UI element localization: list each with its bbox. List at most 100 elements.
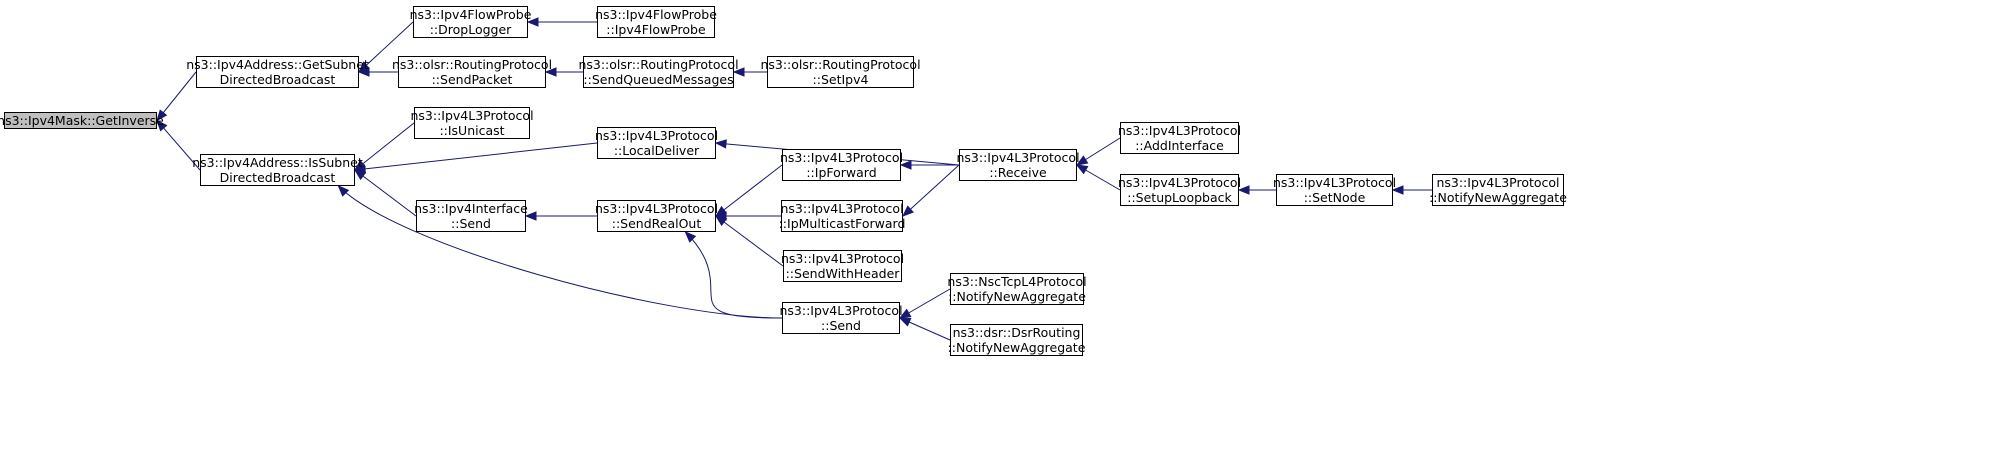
node-sendqueued[interactable]: ns3::olsr::RoutingProtocol::SendQueuedMe… (578, 56, 739, 88)
node-label-line: ::SendRealOut (611, 216, 702, 231)
edge-arrowhead (156, 119, 168, 132)
edge-arrowhead (156, 109, 168, 122)
node-label-line: ns3::Ipv4L3Protocol (779, 150, 904, 165)
edge-sendpacket-to-getsubnet (357, 67, 398, 77)
edge-arrowhead (1075, 155, 1089, 166)
edge-dsr-to-l3send (898, 317, 951, 341)
node-notifynewagg[interactable]: ns3::Ipv4L3Protocol::NotifyNewAggregate (1429, 174, 1567, 206)
edge-arrowhead (337, 185, 350, 197)
edge-line (685, 231, 783, 319)
edge-arrowhead (544, 67, 557, 77)
node-label-line: ::Ipv4FlowProbe (606, 22, 706, 37)
node-flowprobe[interactable]: ns3::Ipv4FlowProbe::Ipv4FlowProbe (595, 6, 717, 38)
edge-getsubnet-to-getinverse (156, 71, 197, 122)
edge-l3send-to-sendrealout (684, 231, 783, 319)
edge-arrowhead (714, 215, 728, 227)
edge-line (354, 142, 598, 171)
edge-sendqueued-to-sendpacket (544, 67, 583, 77)
edge-setnode-to-setuploopback (1237, 185, 1276, 195)
edge-arrowhead (898, 317, 912, 327)
node-label-line: ns3::olsr::RoutingProtocol (760, 57, 921, 72)
node-label-line: ns3::NscTcpL4Protocol (947, 274, 1087, 289)
node-label-line: ns3::Ipv4L3Protocol (410, 108, 534, 123)
node-label-line: ns3::olsr::RoutingProtocol (391, 57, 553, 72)
node-setuploopback[interactable]: ns3::Ipv4L3Protocol::SetupLoopback (1117, 174, 1242, 206)
node-label-line: ns3::Ipv4L3Protocol (780, 251, 905, 266)
edge-flowprobe-to-droplogger (526, 17, 597, 27)
edge-line (354, 122, 415, 171)
edge-arrowhead (1075, 164, 1089, 175)
node-setnode[interactable]: ns3::Ipv4L3Protocol::SetNode (1273, 174, 1396, 206)
node-localdeliver[interactable]: ns3::Ipv4L3Protocol::LocalDeliver (595, 127, 718, 159)
edge-line (354, 169, 417, 217)
node-label-line: ::SendPacket (431, 72, 513, 87)
node-label-line: ::NotifyNewAggregate (947, 340, 1086, 355)
edge-notifynewagg-to-setnode (1391, 185, 1432, 195)
node-label-line: ns3::Ipv4Mask::GetInverse (0, 113, 164, 128)
node-ipmulticast[interactable]: ns3::Ipv4L3Protocol::IpMulticastForward (778, 200, 906, 232)
node-label-line: ::IpForward (806, 165, 877, 180)
node-droplogger[interactable]: ns3::Ipv4FlowProbe::DropLogger (410, 6, 531, 38)
node-addinterface[interactable]: ns3::Ipv4L3Protocol::AddInterface (1117, 122, 1242, 154)
node-label-line: DirectedBroadcast (219, 170, 336, 185)
node-label-line: ::LocalDeliver (613, 143, 700, 158)
node-label-line: ::Send (821, 318, 861, 333)
edge-arrowhead (357, 67, 370, 77)
edge-receive-to-ipmulticast (902, 164, 960, 217)
node-l3send[interactable]: ns3::Ipv4L3Protocol::Send (779, 302, 903, 334)
edge-arrowhead (353, 169, 367, 181)
node-sendrealout[interactable]: ns3::Ipv4L3Protocol::SendRealOut (595, 200, 718, 232)
node-label-line: ns3::Ipv4Address::GetSubnet (186, 57, 369, 72)
edge-arrowhead (1237, 185, 1250, 195)
edge-arrowhead (526, 17, 539, 27)
edge-sendwithheader-to-sendrealout (714, 215, 784, 267)
node-label-line: ::IpMulticastForward (778, 216, 906, 231)
edge-setipv4-to-sendqueued (732, 67, 767, 77)
edge-line (358, 21, 414, 73)
edge-nsctcp-to-l3send (898, 288, 951, 319)
node-label-line: ns3::Ipv4L3Protocol (1117, 175, 1242, 190)
edge-localdeliver-to-issubnet (353, 142, 598, 174)
node-label-line: ns3::Ipv4L3Protocol (956, 150, 1080, 165)
node-label-line: ::NotifyNewAggregate (948, 289, 1086, 304)
node-sendpacket[interactable]: ns3::olsr::RoutingProtocol::SendPacket (392, 56, 552, 88)
node-label-line: ::Send (451, 216, 491, 231)
node-getinverse: ns3::Ipv4Mask::GetInverse (0, 112, 164, 129)
node-label-line: ns3::Ipv4L3Protocol (1117, 123, 1242, 138)
node-isunicast[interactable]: ns3::Ipv4L3Protocol::IsUnicast (410, 107, 534, 139)
node-label-line: ::AddInterface (1135, 138, 1224, 153)
node-label-line: ns3::Ipv4L3Protocol (780, 201, 904, 216)
node-label-line: ns3::Ipv4Address::IsSubnet (192, 155, 363, 170)
edge-arrowhead (732, 67, 745, 77)
node-label-line: ns3::Ipv4L3Protocol (1436, 175, 1560, 190)
node-ipforward[interactable]: ns3::Ipv4L3Protocol::IpForward (779, 149, 904, 181)
edge-line (902, 164, 960, 217)
node-label-line: ::SetupLoopback (1127, 190, 1232, 205)
node-nsctcp[interactable]: ns3::NscTcpL4Protocol::NotifyNewAggregat… (947, 273, 1087, 305)
edge-ipforward-to-sendrealout (714, 164, 783, 217)
node-label-line: ::IsUnicast (439, 123, 505, 138)
node-ifacesend[interactable]: ns3::Ipv4Interface::Send (414, 200, 528, 232)
node-label-line: ns3::olsr::RoutingProtocol (578, 57, 739, 72)
node-dsr[interactable]: ns3::dsr::DsrRouting::NotifyNewAggregate (947, 324, 1086, 356)
node-label-line: ::DropLogger (429, 22, 512, 37)
node-label-line: ns3::Ipv4FlowProbe (595, 7, 717, 22)
edge-line (715, 215, 784, 267)
node-setipv4[interactable]: ns3::olsr::RoutingProtocol::SetIpv4 (760, 56, 921, 88)
node-label-line: ::SetIpv4 (812, 72, 869, 87)
edge-arrowhead (899, 160, 912, 170)
edge-arrowhead (684, 231, 697, 243)
node-sendwithheader[interactable]: ns3::Ipv4L3Protocol::SendWithHeader (780, 250, 905, 282)
node-label-line: ::SetNode (1303, 190, 1366, 205)
edge-setuploopback-to-receive (1075, 164, 1121, 191)
edge-addinterface-to-receive (1075, 137, 1121, 166)
edge-issubnet-to-getinverse (156, 119, 201, 171)
node-label-line: ns3::Ipv4Interface (414, 201, 528, 216)
edge-arrowhead (902, 205, 914, 217)
node-label-line: DirectedBroadcast (219, 72, 336, 87)
node-receive[interactable]: ns3::Ipv4L3Protocol::Receive (956, 149, 1080, 181)
